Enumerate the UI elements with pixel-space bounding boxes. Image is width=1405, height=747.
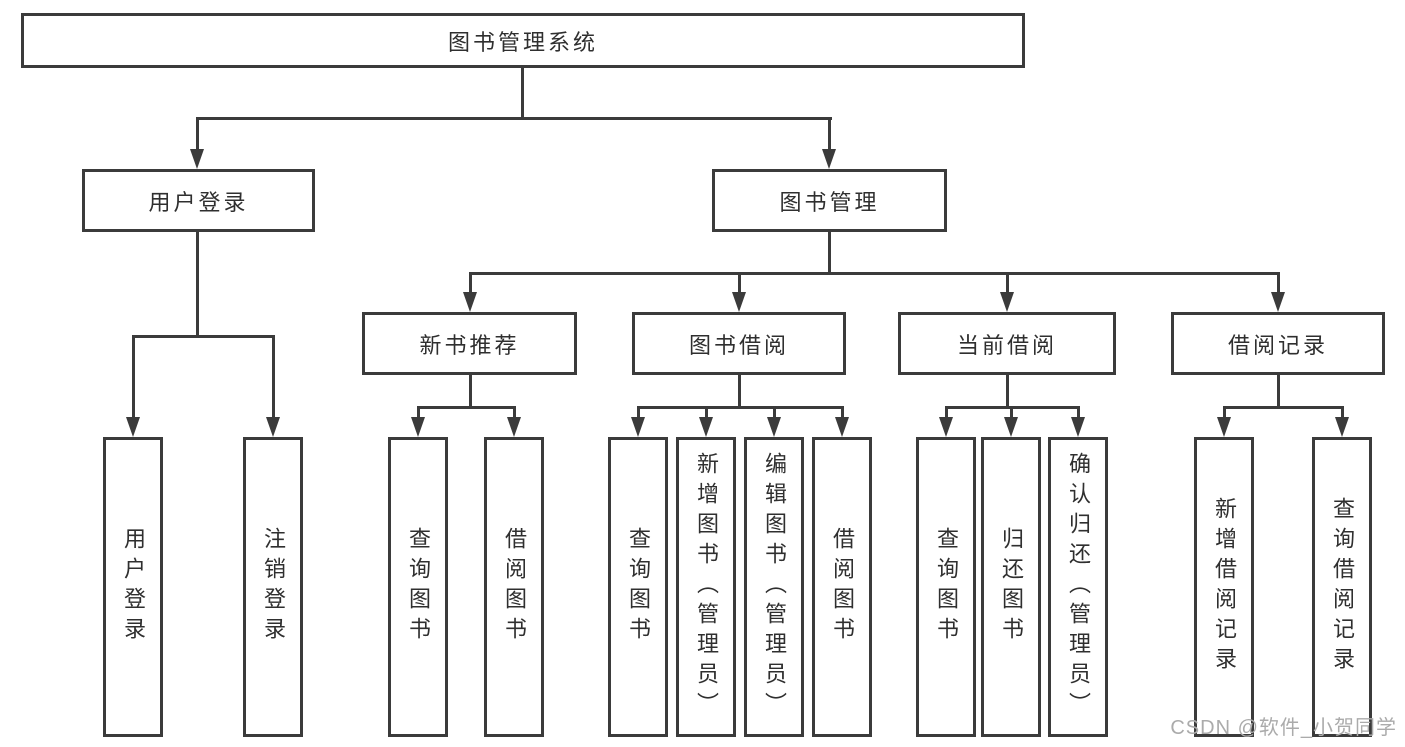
arrowhead-icon bbox=[1217, 417, 1231, 437]
connector-drop-user-login bbox=[195, 120, 199, 149]
connector-borrow-records-rail bbox=[1222, 406, 1344, 409]
arrowhead-icon bbox=[822, 149, 836, 169]
connector-drop-leaf bbox=[636, 409, 640, 417]
leaf-add-borrow-record: 新增借阅记录 bbox=[1194, 437, 1254, 737]
node-book-management: 图书管理 bbox=[712, 169, 947, 232]
connector-book-mgmt-trunk bbox=[827, 232, 831, 272]
connector-borrow-records-trunk bbox=[1276, 375, 1280, 406]
connector-drop-leaf bbox=[1222, 409, 1226, 417]
connector-drop-leaf bbox=[1340, 409, 1344, 417]
leaf-user-login: 用户登录 bbox=[103, 437, 163, 737]
leaf-query-book-current: 查询图书 bbox=[916, 437, 976, 737]
arrowhead-icon bbox=[1335, 417, 1349, 437]
connector-drop-current-borrow bbox=[1005, 275, 1009, 292]
connector-drop-leaf bbox=[944, 409, 948, 417]
connector-new-book-trunk bbox=[468, 375, 472, 406]
arrowhead-icon bbox=[1004, 417, 1018, 437]
connector-level1-rail bbox=[195, 117, 832, 120]
leaf-logout: 注销登录 bbox=[243, 437, 303, 737]
connector-drop-leaf bbox=[704, 409, 708, 417]
connector-drop-book-borrow bbox=[737, 275, 741, 292]
leaf-borrow-book-recommend: 借阅图书 bbox=[484, 437, 544, 737]
arrowhead-icon bbox=[631, 417, 645, 437]
node-book-borrowing: 图书借阅 bbox=[632, 312, 846, 375]
arrowhead-icon bbox=[767, 417, 781, 437]
arrowhead-icon bbox=[699, 417, 713, 437]
connector-drop-leaf bbox=[772, 409, 776, 417]
node-user-login: 用户登录 bbox=[82, 169, 315, 232]
node-borrowing-records: 借阅记录 bbox=[1171, 312, 1385, 375]
leaf-edit-book-admin: 编辑图书（管理员） bbox=[744, 437, 804, 737]
arrowhead-icon bbox=[1071, 417, 1085, 437]
arrowhead-icon bbox=[1271, 292, 1285, 312]
leaf-query-book-recommend: 查询图书 bbox=[388, 437, 448, 737]
connector-drop-leaf bbox=[1009, 409, 1013, 417]
leaf-add-book-admin: 新增图书（管理员） bbox=[676, 437, 736, 737]
leaf-query-borrow-record: 查询借阅记录 bbox=[1312, 437, 1372, 737]
connector-new-book-rail bbox=[416, 406, 516, 409]
connector-root-trunk bbox=[520, 68, 524, 117]
node-new-book-recommend: 新书推荐 bbox=[362, 312, 577, 375]
arrowhead-icon bbox=[835, 417, 849, 437]
node-current-borrowing: 当前借阅 bbox=[898, 312, 1116, 375]
connector-book-borrow-rail bbox=[636, 406, 844, 409]
connector-drop-leaf bbox=[840, 409, 844, 417]
connector-level2-rail bbox=[468, 272, 1280, 275]
arrowhead-icon bbox=[939, 417, 953, 437]
connector-drop-new-book bbox=[468, 275, 472, 292]
node-library-management-system: 图书管理系统 bbox=[21, 13, 1025, 68]
arrowhead-icon bbox=[266, 417, 280, 437]
connector-drop-leaf bbox=[271, 338, 275, 417]
connector-user-login-trunk bbox=[195, 232, 199, 335]
arrowhead-icon bbox=[507, 417, 521, 437]
leaf-borrow-book-borrowing: 借阅图书 bbox=[812, 437, 872, 737]
connector-book-borrow-trunk bbox=[737, 375, 741, 406]
connector-drop-leaf bbox=[131, 338, 135, 417]
connector-drop-book-mgmt bbox=[827, 120, 831, 149]
connector-drop-leaf bbox=[1076, 409, 1080, 417]
connector-drop-leaf bbox=[416, 409, 420, 417]
arrowhead-icon bbox=[1000, 292, 1014, 312]
leaf-return-book: 归还图书 bbox=[981, 437, 1041, 737]
connector-drop-leaf bbox=[512, 409, 516, 417]
arrowhead-icon bbox=[732, 292, 746, 312]
leaf-query-book-borrowing: 查询图书 bbox=[608, 437, 668, 737]
arrowhead-icon bbox=[463, 292, 477, 312]
arrowhead-icon bbox=[411, 417, 425, 437]
connector-current-borrow-trunk bbox=[1005, 375, 1009, 406]
connector-current-borrow-rail bbox=[944, 406, 1080, 409]
csdn-watermark: CSDN @软件_小贺同学 bbox=[1170, 717, 1397, 739]
arrowhead-icon bbox=[126, 417, 140, 437]
connector-drop-borrow-records bbox=[1276, 275, 1280, 292]
arrowhead-icon bbox=[190, 149, 204, 169]
connector-user-login-rail bbox=[131, 335, 275, 338]
leaf-confirm-return-admin: 确认归还（管理员） bbox=[1048, 437, 1108, 737]
